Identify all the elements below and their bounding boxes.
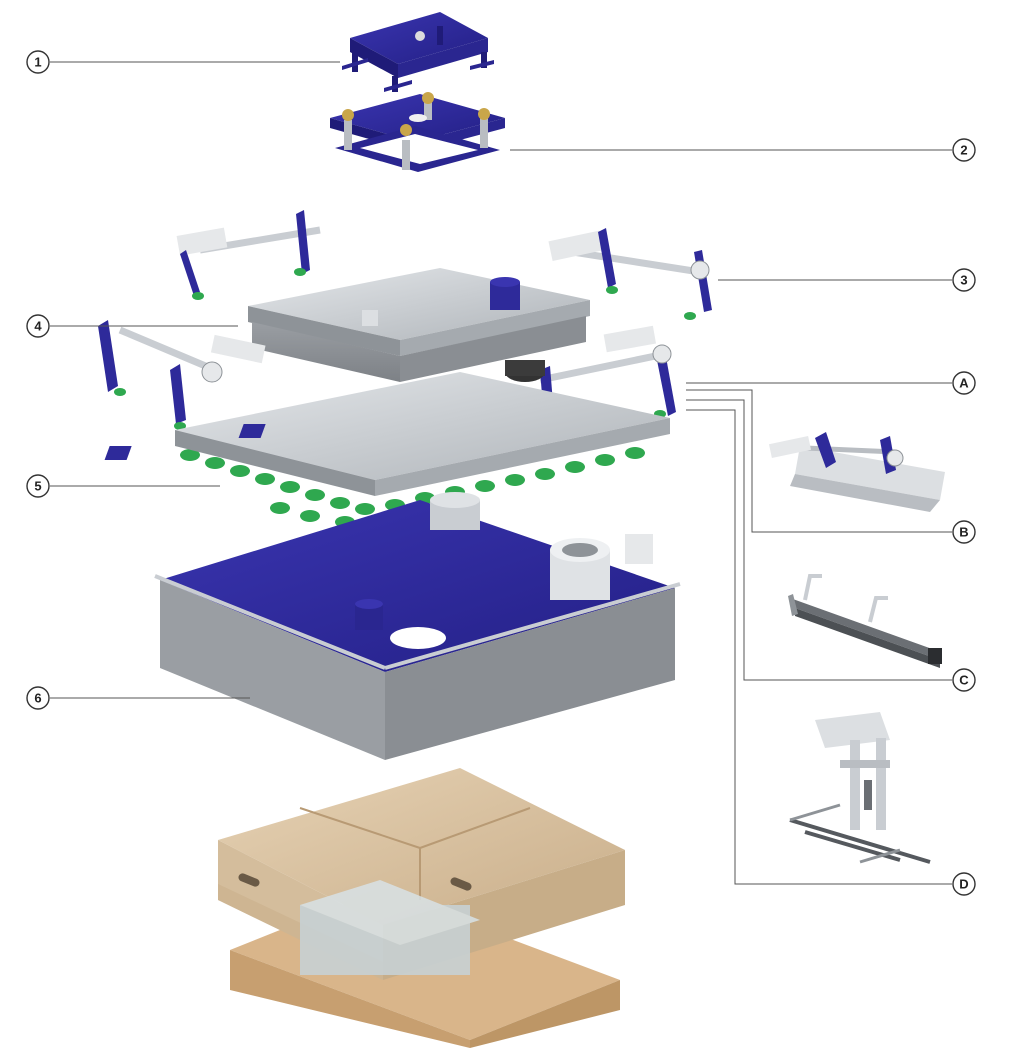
callout-6: 6 <box>26 686 50 710</box>
callout-3: 3 <box>952 268 976 292</box>
callout-d: D <box>952 872 976 896</box>
clamping-arm-with-plate <box>768 432 945 512</box>
callout-a-label: A <box>959 376 969 391</box>
callout-5-label: 5 <box>34 479 41 494</box>
callout-1: 1 <box>26 50 50 74</box>
callout-d-label: D <box>959 877 968 892</box>
quick-change-adapter <box>342 12 494 92</box>
callout-c-label: C <box>959 673 969 688</box>
callout-b: B <box>952 520 976 544</box>
vacuum-generator <box>550 534 653 600</box>
fork-gripper <box>789 712 931 864</box>
callout-1-label: 1 <box>34 55 41 70</box>
support-bar <box>788 574 942 668</box>
callout-3-label: 3 <box>960 273 967 288</box>
spring-compensation-plate <box>330 92 505 172</box>
clamping-arms-rear <box>176 210 712 320</box>
vacuum-hood <box>154 492 681 760</box>
callout-5: 5 <box>26 474 50 498</box>
callout-4: 4 <box>26 314 50 338</box>
pallet-load <box>218 768 625 1048</box>
glass-bottles <box>300 880 480 975</box>
callout-6-label: 6 <box>34 691 41 706</box>
callout-b-label: B <box>959 525 968 540</box>
callout-c: C <box>952 668 976 692</box>
callout-2-label: 2 <box>960 143 967 158</box>
callout-a: A <box>952 371 976 395</box>
leader-lines <box>50 61 952 885</box>
callout-2: 2 <box>952 138 976 162</box>
callout-4-label: 4 <box>34 319 42 334</box>
suction-plate <box>104 372 670 528</box>
intermediate-plate <box>248 268 590 382</box>
